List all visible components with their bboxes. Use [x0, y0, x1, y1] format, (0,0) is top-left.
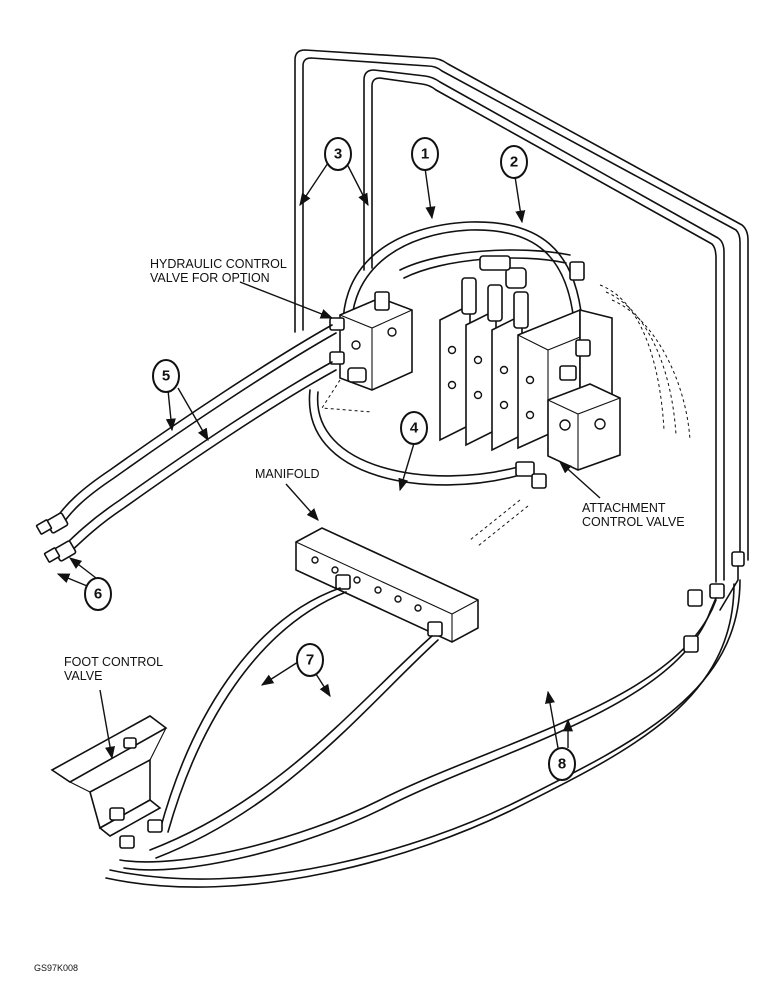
- hose-ends-6: [35, 512, 77, 563]
- hoses-7: [149, 587, 439, 859]
- attachment-valve-label-line2: CONTROL VALVE: [582, 515, 685, 529]
- attachment-valve-label-line1: ATTACHMENT: [582, 501, 666, 515]
- hydraulic-valve-label-line1: HYDRAULIC CONTROL: [150, 257, 287, 271]
- callout-6: 6: [84, 577, 112, 611]
- figure-id: GS97K008: [34, 963, 78, 973]
- manifold: [295, 527, 479, 643]
- callout-4-text: 4: [410, 420, 419, 437]
- callout-6-text: 6: [94, 586, 102, 603]
- callout-7-text: 7: [306, 652, 314, 669]
- hydraulic-valve-label-line2: VALVE FOR OPTION: [150, 271, 270, 285]
- foot-control-valve: [50, 715, 168, 849]
- rigid-pipe-lines: [294, 49, 749, 613]
- foot-valve-label-line2: VALVE: [64, 669, 102, 683]
- callout-1: 1: [411, 137, 439, 171]
- callout-8-text: 8: [558, 756, 566, 773]
- callout-4: 4: [400, 411, 428, 445]
- callout-7: 7: [296, 643, 324, 677]
- callout-5: 5: [152, 359, 180, 393]
- foot-valve-label-line1: FOOT CONTROL: [64, 655, 163, 669]
- callout-2-text: 2: [510, 154, 518, 171]
- callout-8: 8: [548, 747, 576, 781]
- callout-5-text: 5: [162, 368, 170, 385]
- callout-3-text: 3: [334, 146, 342, 163]
- option-control-valve: [321, 291, 413, 413]
- leader-arrows: [56, 159, 601, 760]
- callout-3: 3: [324, 137, 352, 171]
- callout-1-text: 1: [421, 146, 429, 163]
- manifold-label: MANIFOLD: [255, 467, 320, 481]
- attachment-control-valve: [547, 383, 621, 471]
- hoses-8: [105, 579, 741, 888]
- callout-2: 2: [500, 145, 528, 179]
- hoses-5: [54, 324, 337, 557]
